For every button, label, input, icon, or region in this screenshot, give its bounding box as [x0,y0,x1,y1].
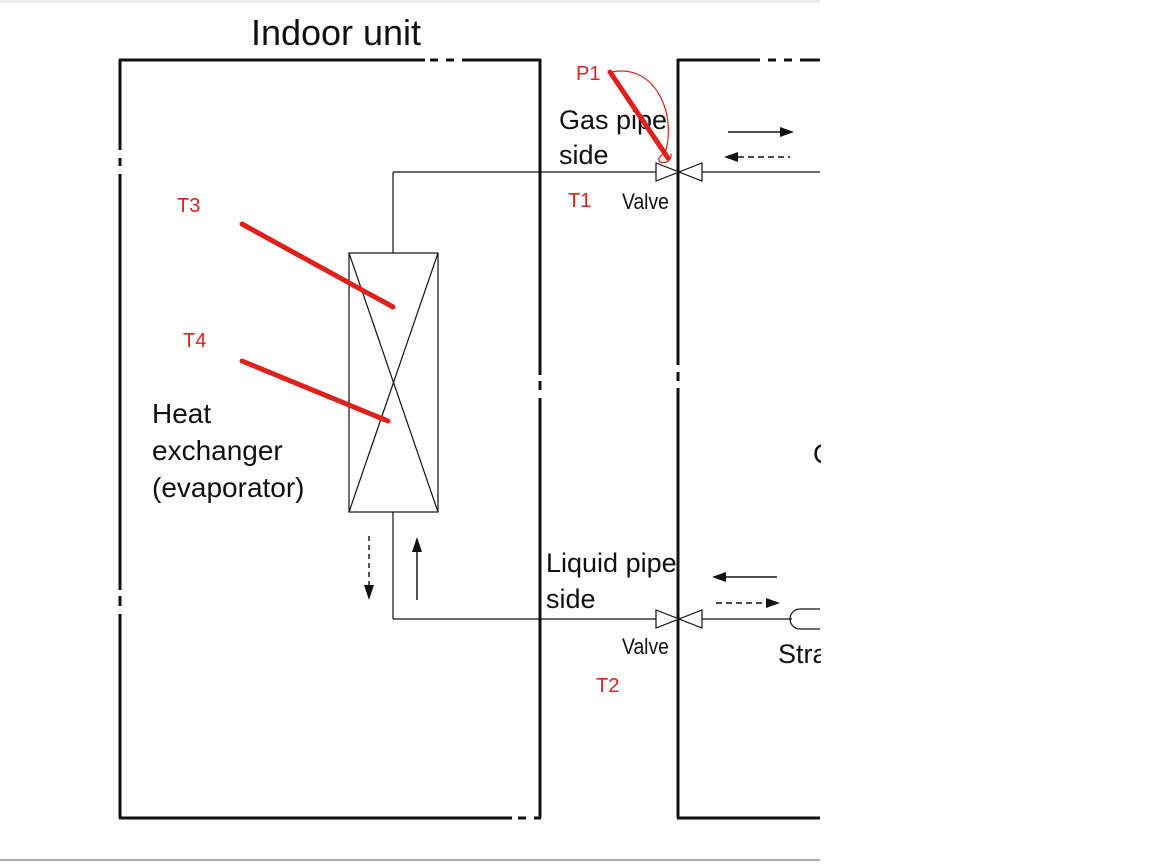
flow-arrow-icon [716,598,780,608]
t2-label: T2 [596,675,619,697]
flow-arrow-icon [412,537,422,600]
top-edge [0,0,820,3]
t4-label: T4 [183,330,206,352]
blank-right-region [821,0,1152,863]
valve-icon [655,162,703,182]
indoor-unit-box [118,58,542,820]
heat-exchanger-label-2: exchanger [152,435,283,466]
strainer-icon [789,608,820,630]
gas-pipe-side-label: side [559,140,609,170]
gas-pipe [392,171,820,253]
valve-icon [655,609,703,629]
valve-label-bottom: Valve [622,635,669,659]
liquid-pipe [392,512,792,620]
liquid-pipe-side-label: side [546,584,596,614]
strainer-label: Stra [778,639,829,669]
liquid-pipe-label: Liquid pipe [546,548,677,578]
t1-label: T1 [568,190,591,212]
flow-arrow-icon [728,127,794,137]
p1-scribble [610,70,672,164]
t4-pointer-line [239,358,391,424]
valve-label-top: Valve [622,190,669,214]
t3-label: T3 [177,195,200,217]
p1-label: P1 [576,63,600,85]
flow-arrow-icon [712,572,777,582]
heat-exchanger-label-3: (evaporator) [152,472,305,503]
outdoor-unit-box [676,58,820,820]
flow-arrow-icon [724,152,790,162]
indoor-unit-title: Indoor unit [251,12,421,53]
p1-pointer-line [607,69,671,161]
heat-exchanger-label-1: Heat [152,398,211,429]
flow-arrow-icon [364,536,374,600]
t3-pointer-line [239,221,396,310]
